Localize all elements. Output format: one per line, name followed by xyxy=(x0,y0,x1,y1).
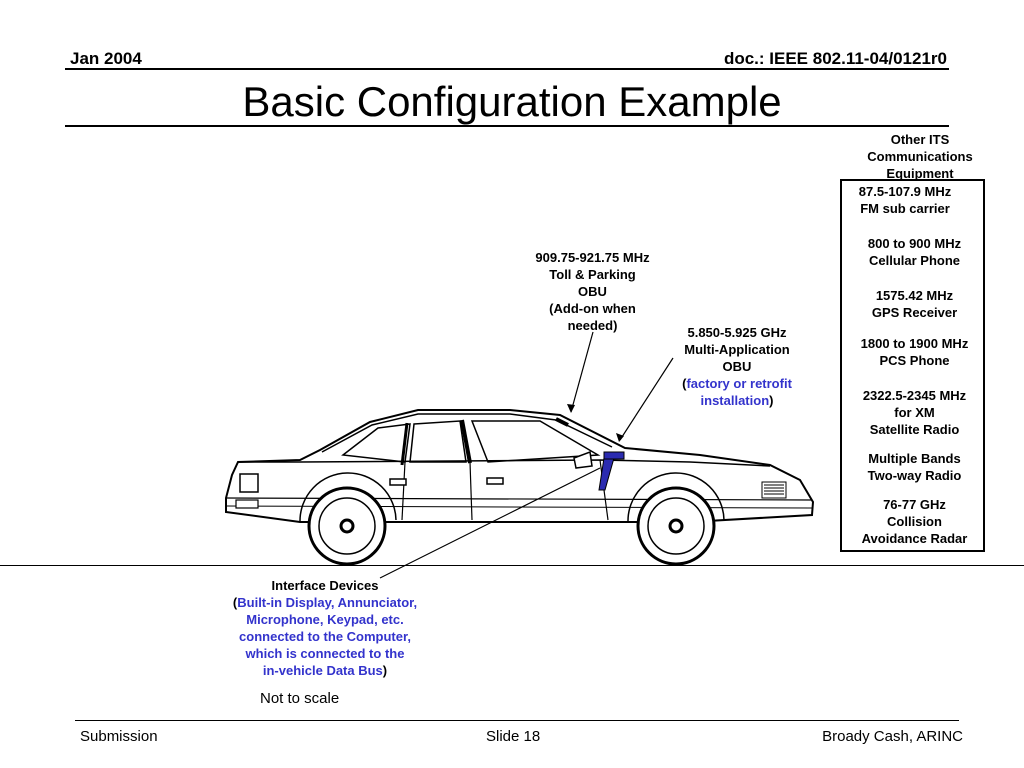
front-wheel xyxy=(636,486,716,566)
toll-obu-pointer xyxy=(570,331,594,413)
rear-wheel xyxy=(307,486,387,566)
its-item-fm: 87.5-107.9 MHz FM sub carrier xyxy=(858,184,952,216)
footer-slide-number: Slide 18 xyxy=(486,728,541,745)
its-panel-heading: Other ITS Communications Equipment xyxy=(867,132,973,181)
interface-devices-label: Interface Devices (Built-in Display, Ann… xyxy=(232,578,418,678)
footer-author: Broady Cash, ARINC xyxy=(822,728,963,745)
ground-line xyxy=(0,565,1024,566)
tail-light xyxy=(239,473,259,493)
header-doc-id: doc.: IEEE 802.11-04/0121r0 xyxy=(723,49,947,68)
its-item-cellular: 800 to 900 MHz Cellular Phone xyxy=(867,236,962,268)
side-mirror xyxy=(573,450,593,469)
front-door-window xyxy=(470,420,601,463)
toll-tag xyxy=(555,417,569,427)
header-rule xyxy=(65,68,949,70)
its-item-gps: 1575.42 MHz GPS Receiver xyxy=(871,288,958,320)
rear-door-window xyxy=(409,420,467,463)
interface-pointer xyxy=(379,467,601,579)
footer-submission: Submission xyxy=(80,728,158,745)
its-item-radar: 76-77 GHz Collision Avoidance Radar xyxy=(861,497,968,546)
rear-quarter-window xyxy=(341,423,411,463)
toll-obu-label: 909.75-921.75 MHz Toll & Parking OBU (Ad… xyxy=(535,250,650,333)
footer-rule xyxy=(75,720,959,721)
multi-obu-label: 5.850-5.925 GHz Multi-Application OBU (f… xyxy=(682,325,792,408)
scale-note: Not to scale xyxy=(260,690,340,707)
header-date: Jan 2004 xyxy=(70,49,142,68)
its-item-two-way-radio: Multiple Bands Two-way Radio xyxy=(867,451,962,483)
its-equipment-panel xyxy=(840,179,985,552)
title-rule xyxy=(65,125,949,127)
multi-obu-pointer xyxy=(619,357,674,441)
slide-title: Basic Configuration Example xyxy=(242,78,782,125)
its-item-pcs: 1800 to 1900 MHz PCS Phone xyxy=(860,336,969,368)
front-grille xyxy=(761,481,787,499)
its-item-xm: 2322.5-2345 MHz for XM Satellite Radio xyxy=(862,388,967,437)
